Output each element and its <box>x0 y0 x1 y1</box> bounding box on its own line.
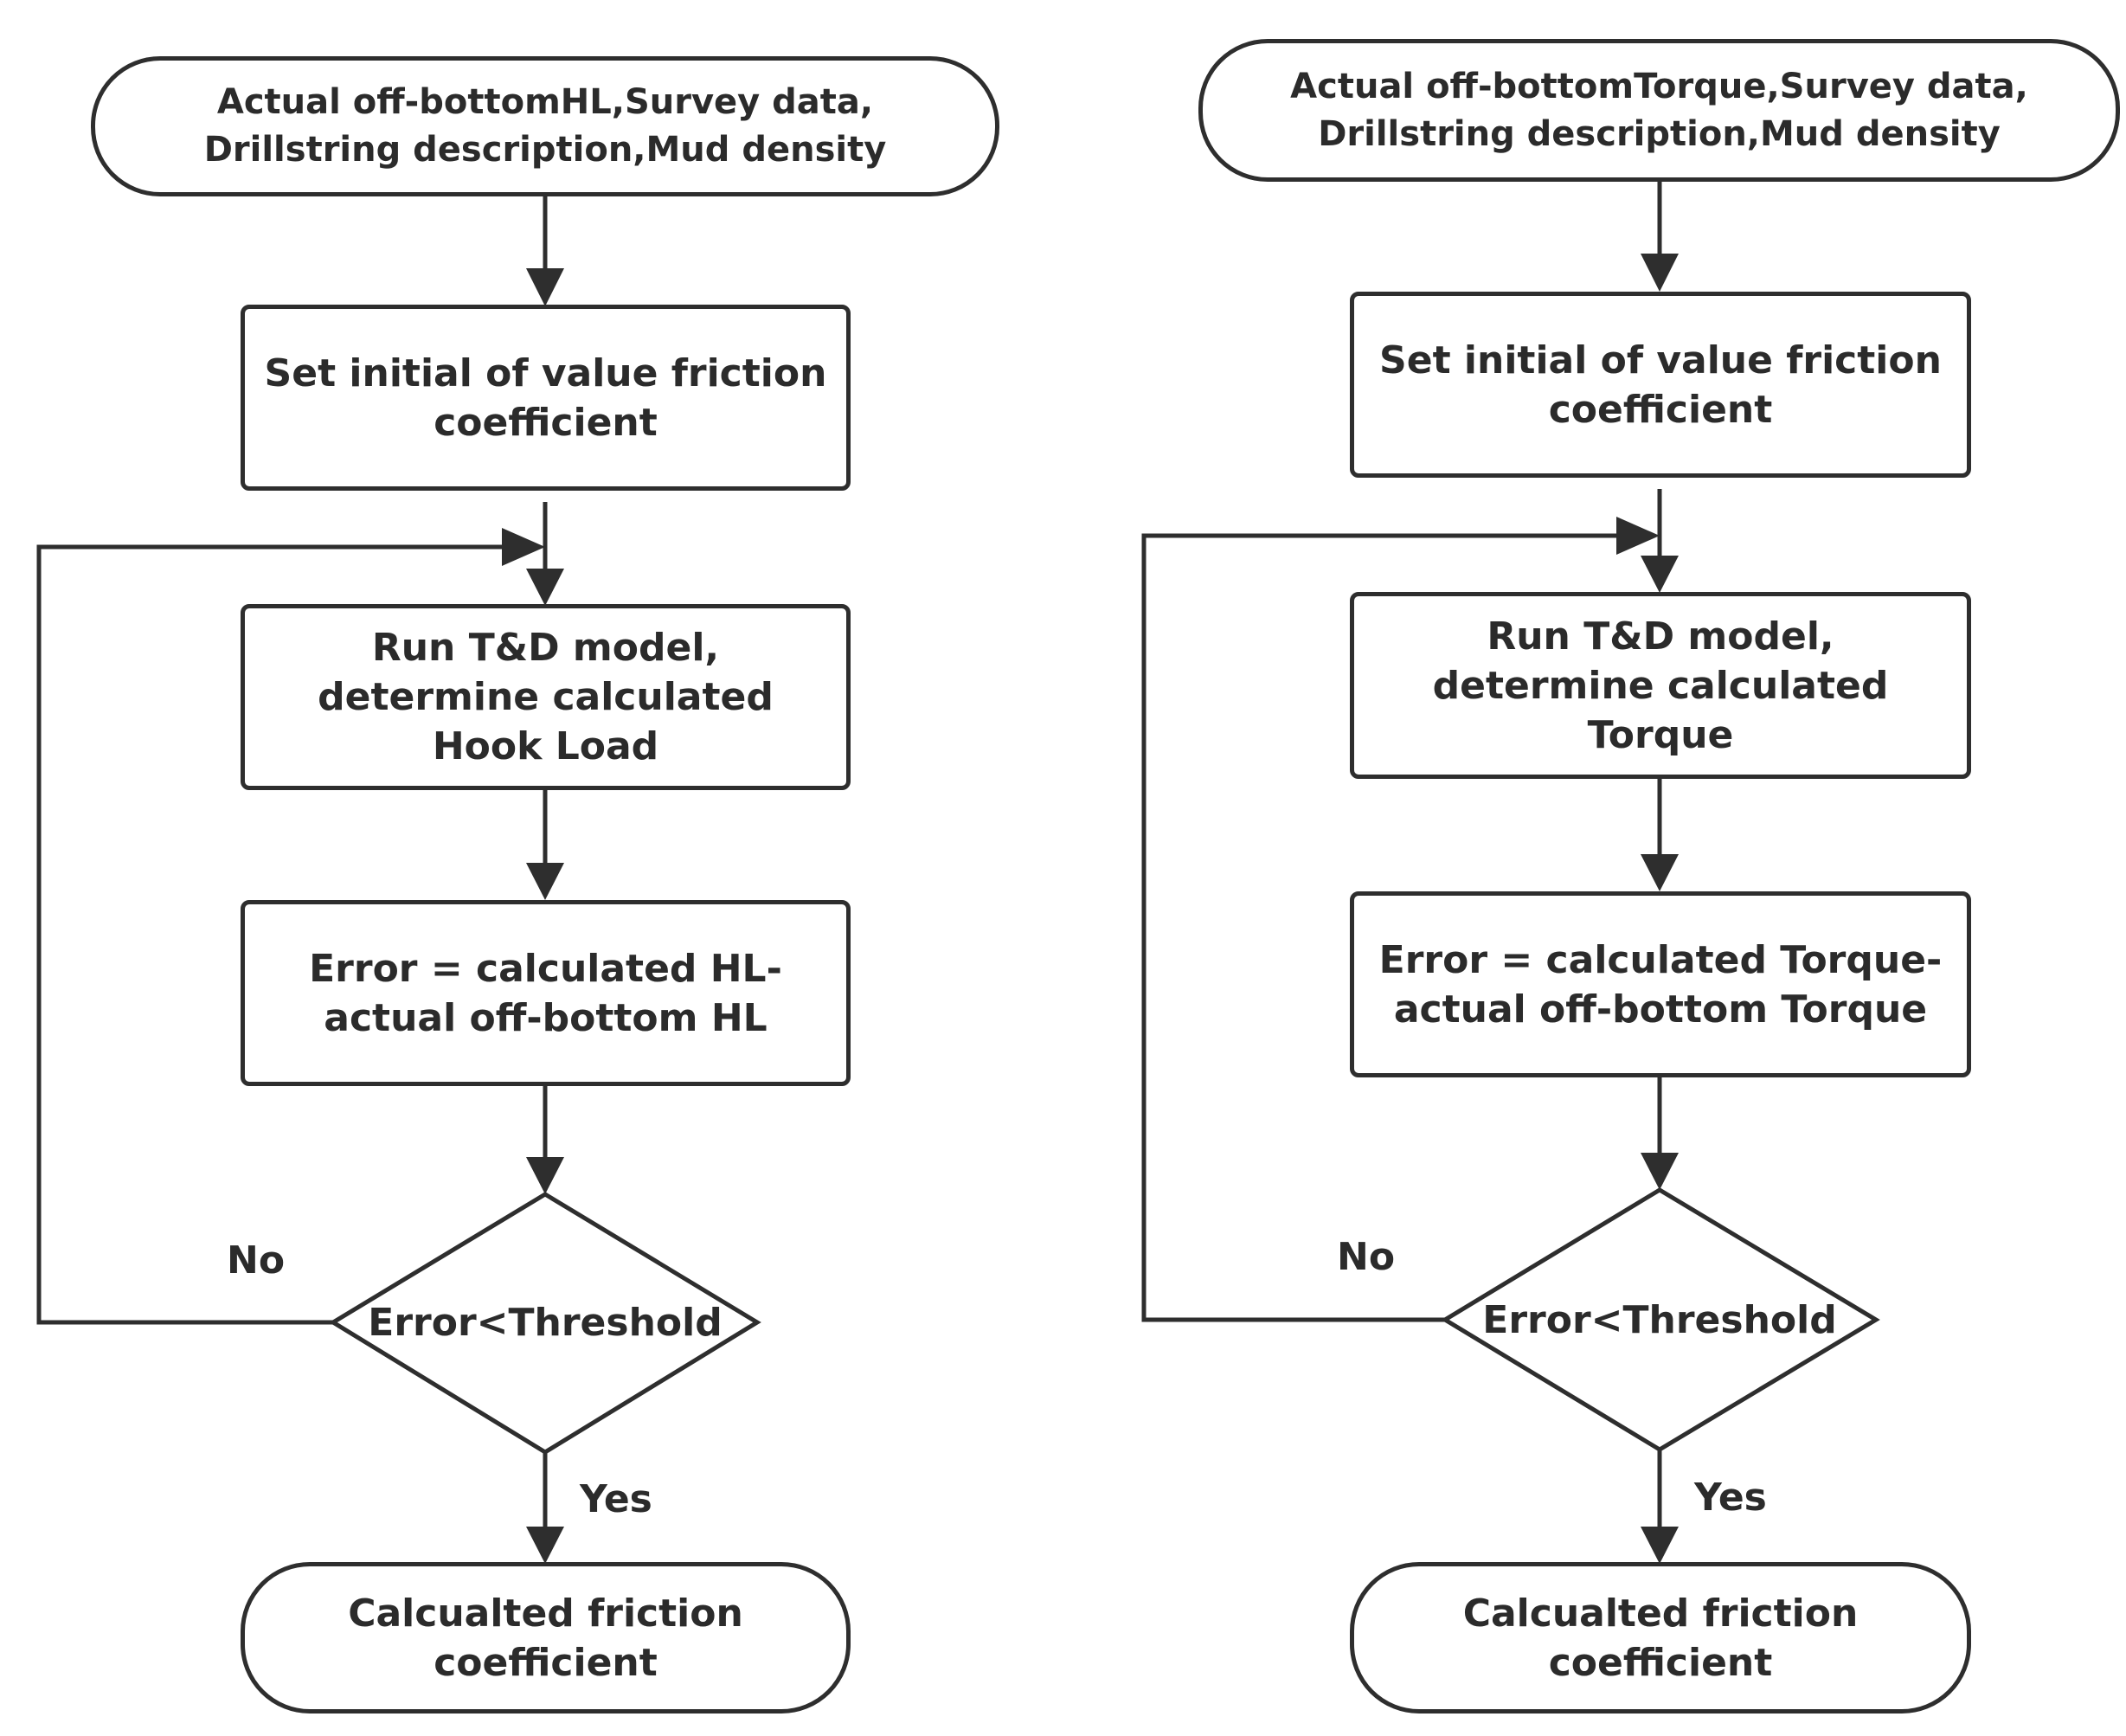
left-flow-connectors <box>36 195 761 1564</box>
left-edge-loop-no <box>36 528 545 1325</box>
left-init-label: Set initial of value friction coefficien… <box>264 350 827 445</box>
right-end-node: Calcualted friction coefficient <box>1350 1562 1971 1713</box>
left-decision-label: Error<Threshold <box>368 1301 723 1345</box>
right-edge-loop-no <box>1141 517 1660 1322</box>
left-error-node: Error = calculated HL- actual off-bottom… <box>241 900 851 1086</box>
right-start-label: Actual off-bottomTorque,Survey data, Dri… <box>1290 66 2028 154</box>
right-run-node: Run T&D model, determine calculated Torq… <box>1350 592 1971 779</box>
left-start-label: Actual off-bottomHL,Survey data, Drillst… <box>203 82 887 170</box>
right-end-label: Calcualted friction coefficient <box>1462 1591 1859 1685</box>
right-decision-diamond <box>1441 1187 1880 1452</box>
right-start-node: Actual off-bottomTorque,Survey data, Dri… <box>1198 39 2120 182</box>
right-edge-start-to-init <box>1641 180 1679 292</box>
right-flow-connectors <box>1141 180 1880 1564</box>
right-no-label: No <box>1337 1235 1396 1279</box>
left-edge-init-to-run <box>526 502 564 606</box>
right-run-label: Run T&D model, determine calculated Torq… <box>1432 614 1889 757</box>
left-end-label: Calcualted friction coefficient <box>348 1591 743 1685</box>
right-edge-decision-to-end <box>1641 1450 1679 1564</box>
left-edge-run-to-error <box>526 788 564 900</box>
left-run-label: Run T&D model, determine calculated Hook… <box>318 626 774 768</box>
right-init-node: Set initial of value friction coefficien… <box>1350 292 1971 478</box>
left-yes-label: Yes <box>580 1477 652 1521</box>
right-error-node: Error = calculated Torque- actual off-bo… <box>1350 891 1971 1077</box>
left-init-node: Set initial of value friction coefficien… <box>241 305 851 491</box>
left-no-label: No <box>227 1238 286 1283</box>
left-edge-start-to-init <box>526 195 564 306</box>
right-init-label: Set initial of value friction coefficien… <box>1379 338 1942 432</box>
left-run-node: Run T&D model, determine calculated Hook… <box>241 604 851 790</box>
left-error-label: Error = calculated HL- actual off-bottom… <box>309 946 782 1040</box>
right-edge-init-to-run <box>1641 489 1679 593</box>
right-decision-label: Error<Threshold <box>1482 1298 1837 1342</box>
right-edge-error-to-decision <box>1641 1077 1679 1190</box>
left-edge-error-to-decision <box>526 1083 564 1194</box>
left-start-node: Actual off-bottomHL,Survey data, Drillst… <box>91 56 999 196</box>
left-edge-decision-to-end <box>526 1452 564 1564</box>
right-edge-run-to-error <box>1641 779 1679 891</box>
left-decision-diamond <box>329 1192 761 1455</box>
right-yes-label: Yes <box>1694 1476 1767 1520</box>
right-error-label: Error = calculated Torque- actual off-bo… <box>1378 937 1943 1032</box>
left-end-node: Calcualted friction coefficient <box>241 1562 851 1713</box>
